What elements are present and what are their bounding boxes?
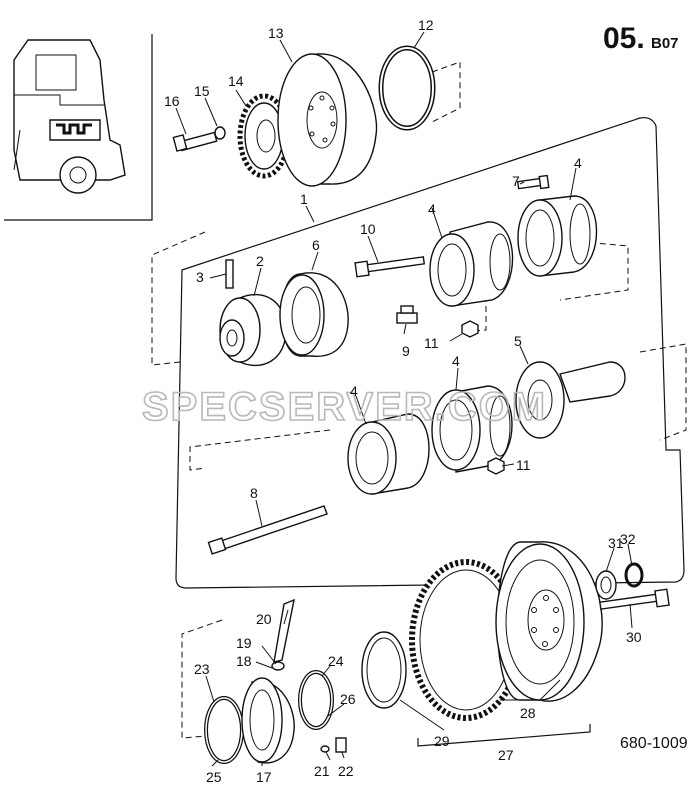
- drawing-code: 680-1009: [620, 735, 688, 752]
- subgroup-frame-b: [181, 619, 223, 739]
- bolt-16: [172, 131, 218, 152]
- leader-lines: [175, 31, 633, 767]
- subgroup-frame-a: [151, 231, 206, 366]
- subsection-code: B07: [651, 35, 679, 52]
- snap-ring-12: [378, 45, 436, 131]
- callout-27: 27: [498, 747, 514, 763]
- callout-22: 22: [338, 763, 354, 779]
- washer-19: [271, 661, 285, 671]
- callout-17: 17: [256, 769, 272, 785]
- lower-cover-group: [204, 598, 347, 764]
- washer-21: [320, 745, 330, 753]
- housing-4-upper-right: [517, 195, 598, 277]
- bearing-31: [595, 570, 617, 600]
- callout-5: 5: [514, 333, 522, 349]
- bolt-10: [354, 256, 426, 278]
- pin-20: [273, 598, 295, 663]
- callout-31: 31: [608, 535, 624, 551]
- callout-25: 25: [206, 769, 222, 785]
- assembly-1-outline: [175, 117, 685, 589]
- callout-32: 32: [620, 531, 636, 547]
- callout-19: 19: [236, 635, 252, 651]
- callout-11-lower: 11: [516, 457, 531, 473]
- callout-28: 28: [520, 705, 536, 721]
- callout-7: 7: [512, 173, 520, 189]
- section-number: 05.: [603, 22, 645, 55]
- callout-20: 20: [256, 611, 272, 627]
- seal-6: [279, 272, 349, 357]
- callout-8: 8: [250, 485, 258, 501]
- callout-23: 23: [194, 661, 210, 677]
- callout-2: 2: [256, 253, 264, 269]
- callout-4-lower-left: 4: [350, 383, 358, 399]
- hub-2: [219, 293, 287, 367]
- callout-13: 13: [268, 25, 284, 41]
- callout-4-lower-middle: 4: [452, 353, 460, 369]
- bolt-22: [335, 737, 347, 753]
- callout-10: 10: [360, 221, 376, 237]
- callout-9: 9: [402, 343, 410, 359]
- callout-15: 15: [194, 83, 210, 99]
- callout-30: 30: [626, 629, 642, 645]
- flywheel-group: [172, 45, 461, 187]
- nut-11-upper: [461, 320, 479, 338]
- snap-ring-32: [624, 562, 644, 588]
- housing-4-upper-middle: [429, 221, 514, 307]
- callout-12: 12: [418, 17, 434, 33]
- callout-11-upper: 11: [424, 335, 439, 351]
- group-bracket-27: [417, 724, 591, 747]
- vehicle-location-thumbnail: [4, 34, 153, 221]
- callout-4-upper-middle: 4: [428, 201, 436, 217]
- gear-14: [237, 93, 291, 179]
- callout-3: 3: [196, 269, 204, 285]
- long-bolt-8: [207, 505, 328, 555]
- callout-6: 6: [312, 237, 320, 253]
- callout-4-upper-right: 4: [574, 155, 582, 171]
- callout-labels: 13 12 14 15 16 1 2 3 6 10 4 7 4 9 11 5 4…: [164, 17, 642, 785]
- callout-21: 21: [314, 763, 330, 779]
- washer-15: [214, 126, 226, 140]
- pulley-27: [495, 541, 603, 702]
- watermark: SPECSERVER.COM: [142, 385, 547, 429]
- callout-1: 1: [300, 191, 308, 207]
- shaft-flange-5: [515, 361, 626, 439]
- ring-29: [361, 631, 407, 709]
- housing-4-lower-middle: [431, 385, 513, 473]
- callout-24: 24: [328, 653, 344, 669]
- callout-18: 18: [236, 653, 252, 669]
- pin-3: [225, 259, 234, 289]
- callout-16: 16: [164, 93, 180, 109]
- callout-14: 14: [228, 73, 244, 89]
- housing-4-lower-left: [347, 413, 430, 495]
- bolt-7: [516, 174, 550, 190]
- nut-11-lower: [487, 457, 505, 475]
- callout-26: 26: [340, 691, 356, 707]
- callout-29: 29: [434, 733, 450, 749]
- flywheel-13: [277, 53, 378, 187]
- bolt-9: [396, 305, 418, 324]
- bolt-30: [599, 588, 670, 610]
